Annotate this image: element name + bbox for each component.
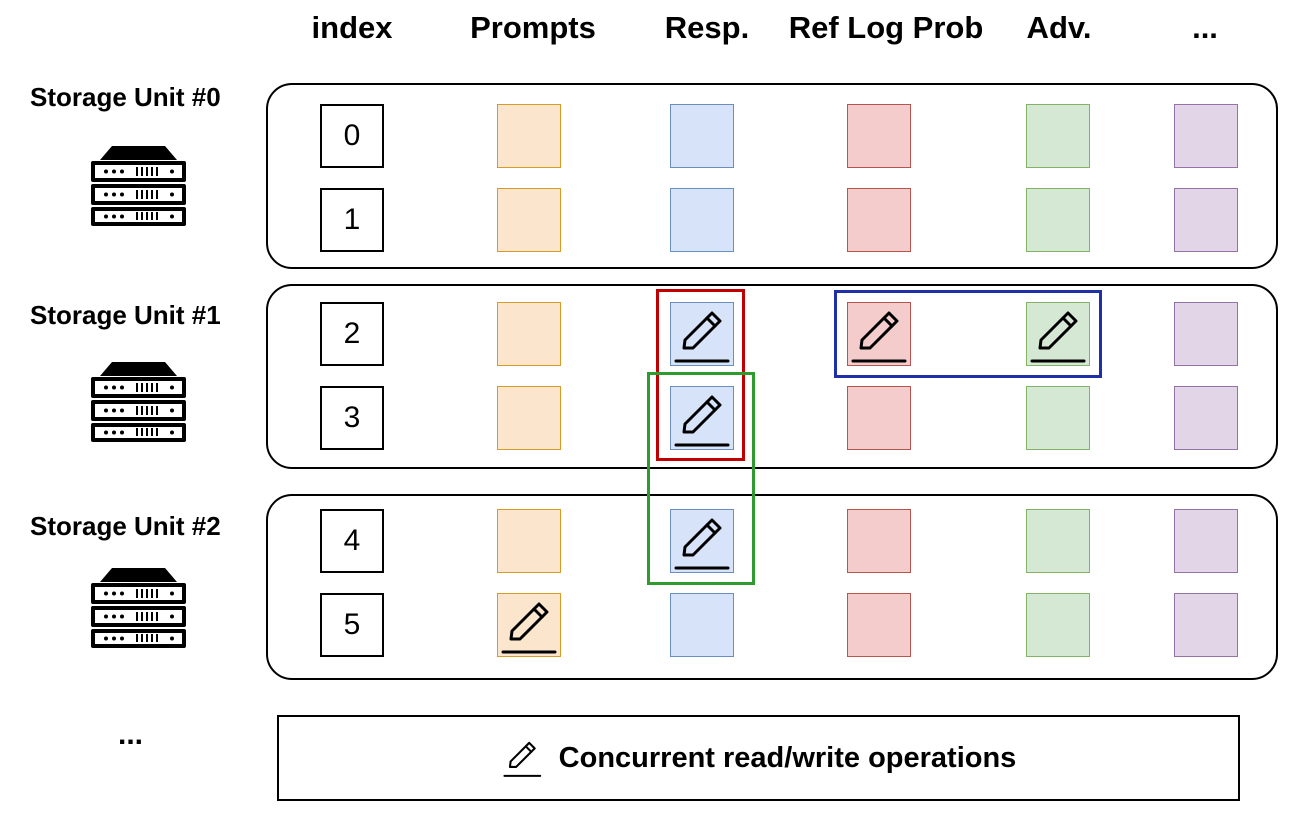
column-header-resp: Resp. bbox=[664, 10, 750, 45]
pencil-icon bbox=[501, 602, 557, 654]
column-header-ref-log-prob: Ref Log Prob bbox=[788, 10, 984, 45]
cell-resp bbox=[670, 188, 734, 252]
column-header-adv: Adv. bbox=[1026, 10, 1092, 45]
cell-resp bbox=[670, 509, 734, 573]
pencil-icon bbox=[674, 311, 730, 363]
column-header-prompts: Prompts bbox=[470, 10, 596, 45]
pencil-icon bbox=[674, 518, 730, 570]
legend-text: Concurrent read/write operations bbox=[558, 741, 1017, 774]
pencil-icon bbox=[851, 311, 907, 363]
cell-more bbox=[1174, 509, 1238, 573]
cell-resp bbox=[670, 386, 734, 450]
index-cell: 2 bbox=[320, 302, 384, 366]
cell-prompts bbox=[497, 386, 561, 450]
cell-more bbox=[1174, 593, 1238, 657]
highlight-green bbox=[647, 372, 755, 585]
storage-unit-label-1: Storage Unit #1 bbox=[30, 300, 221, 330]
cell-adv bbox=[1026, 188, 1090, 252]
cell-ref-log-prob bbox=[847, 509, 911, 573]
index-cell: 1 bbox=[320, 188, 384, 252]
cell-more bbox=[1174, 104, 1238, 168]
highlight-blue bbox=[834, 290, 1102, 378]
storage-unit-box-2 bbox=[266, 494, 1278, 680]
pencil-icon bbox=[1030, 311, 1086, 363]
legend-box: Concurrent read/write operations bbox=[277, 715, 1240, 801]
server-icon bbox=[91, 146, 186, 226]
cell-adv bbox=[1026, 386, 1090, 450]
cell-more bbox=[1174, 302, 1238, 366]
storage-unit-label-2: Storage Unit #2 bbox=[30, 511, 221, 541]
cell-prompts bbox=[497, 188, 561, 252]
highlight-red bbox=[656, 289, 745, 461]
index-cell: 0 bbox=[320, 104, 384, 168]
index-cell: 5 bbox=[320, 593, 384, 657]
pencil-icon bbox=[503, 741, 541, 777]
pencil-icon bbox=[674, 395, 730, 447]
storage-unit-label-0: Storage Unit #0 bbox=[30, 82, 221, 112]
cell-adv bbox=[1026, 509, 1090, 573]
cell-prompts bbox=[497, 509, 561, 573]
cell-ref-log-prob bbox=[847, 386, 911, 450]
cell-prompts bbox=[497, 104, 561, 168]
cell-resp bbox=[670, 302, 734, 366]
cell-adv bbox=[1026, 104, 1090, 168]
column-header-more: ... bbox=[1192, 10, 1218, 45]
index-cell: 4 bbox=[320, 509, 384, 573]
more-units-ellipsis: ... bbox=[118, 718, 144, 751]
cell-adv bbox=[1026, 593, 1090, 657]
server-icon bbox=[91, 362, 186, 442]
cell-more bbox=[1174, 386, 1238, 450]
cell-resp bbox=[670, 104, 734, 168]
index-cell: 3 bbox=[320, 386, 384, 450]
cell-prompts bbox=[497, 302, 561, 366]
cell-resp bbox=[670, 593, 734, 657]
column-header-index: index bbox=[311, 10, 393, 45]
server-icon bbox=[91, 568, 186, 648]
storage-unit-box-0 bbox=[266, 83, 1278, 269]
cell-ref-log-prob bbox=[847, 593, 911, 657]
cell-adv bbox=[1026, 302, 1090, 366]
storage-unit-box-1 bbox=[266, 284, 1278, 469]
cell-ref-log-prob bbox=[847, 188, 911, 252]
cell-more bbox=[1174, 188, 1238, 252]
cell-prompts bbox=[497, 593, 561, 657]
cell-ref-log-prob bbox=[847, 302, 911, 366]
cell-ref-log-prob bbox=[847, 104, 911, 168]
